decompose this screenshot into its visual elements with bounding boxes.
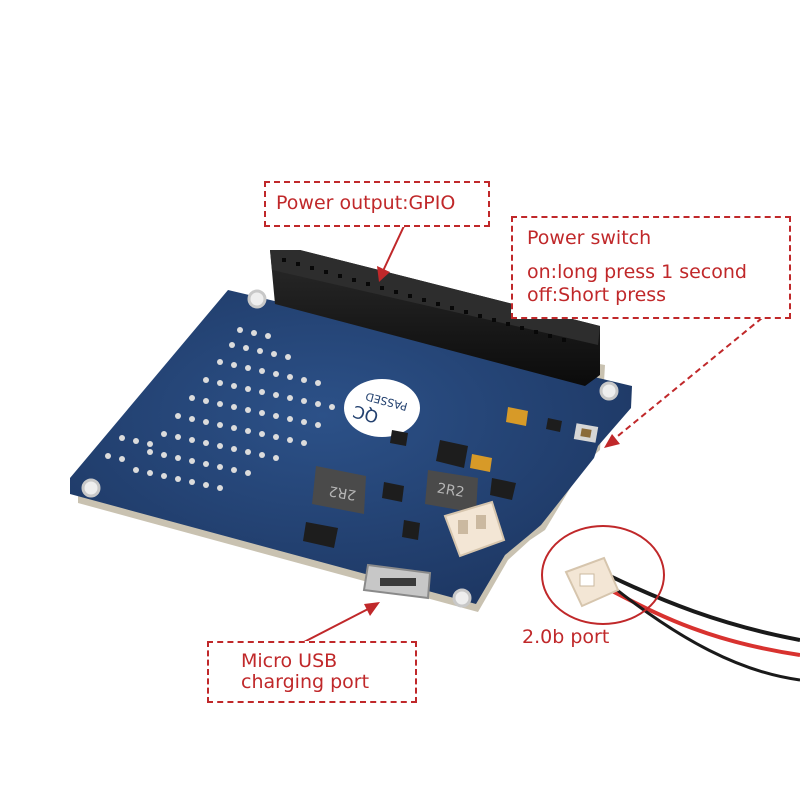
tantalum-capacitors — [470, 407, 528, 472]
inductor-right-label: 2R2 — [436, 481, 466, 502]
usb-callout-line2: charging port — [241, 670, 370, 693]
mounting-holes — [81, 289, 619, 608]
callout-arrows — [303, 225, 763, 643]
port-label: 2.0b port — [522, 626, 610, 648]
smd-chips — [303, 418, 562, 548]
power-switch-on-text: on:long press 1 second — [527, 260, 747, 283]
inductor-right: 2R2 — [425, 470, 478, 513]
inductor-left: 2R2 — [312, 466, 366, 514]
jst-connector-board — [443, 500, 506, 558]
gpio-callout: Power output:GPIO — [264, 181, 490, 227]
qc-passed-stamp: QC PASSED — [344, 379, 420, 437]
micro-usb-port — [362, 563, 432, 600]
gpio-header — [270, 250, 600, 386]
power-switch-button — [573, 423, 599, 443]
usb-callout: Micro USB charging port — [207, 641, 417, 703]
power-switch-off-text: off:Short press — [527, 283, 667, 306]
power-switch-callout: Power switch on:long press 1 second off:… — [511, 216, 791, 319]
inductor-left-label: 2R2 — [328, 482, 358, 503]
gpio-callout-label: Power output:GPIO — [276, 192, 456, 214]
power-switch-title: Power switch — [527, 227, 652, 249]
jst-cable — [541, 525, 800, 682]
usb-callout-line1: Micro USB — [241, 650, 338, 672]
prototype-hole-grid — [105, 327, 335, 491]
